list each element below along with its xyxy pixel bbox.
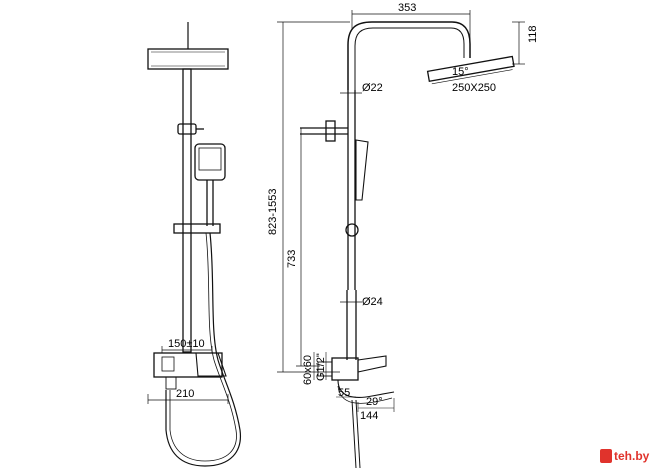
spout-side [337, 379, 395, 398]
shower-pole-front [182, 68, 192, 353]
diverter-knob [177, 123, 197, 135]
dim-overall-height: 823-1553 [267, 189, 279, 236]
shower-hose [165, 232, 242, 467]
rain-head-side [426, 55, 515, 85]
dim-thread: G1/2" [315, 353, 327, 381]
mixer-body-side [331, 357, 359, 381]
dim-mixer-spacing: 150±10 [168, 338, 205, 350]
dim-diameter-lower: Ø24 [362, 296, 383, 308]
dim-spout-length: 144 [360, 410, 378, 422]
dim-height-head: 118 [527, 25, 539, 43]
dim-diameter-upper: Ø22 [362, 82, 383, 94]
dim-angle-head: 15° [452, 66, 469, 78]
dim-mixer-width: 210 [176, 388, 194, 400]
side-view [277, 10, 525, 469]
dim-width-top: 353 [398, 2, 416, 14]
slider-bracket [173, 223, 221, 234]
watermark-text: teh.by [614, 449, 650, 463]
watermark: teh.by [600, 449, 649, 463]
dim-height-lower: 733 [286, 250, 298, 268]
dim-spout-angle: 29° [366, 396, 383, 408]
dim-inlet-size: 60x60 [302, 355, 314, 385]
slider-ball [345, 223, 359, 237]
dim-spout-depth: 55 [338, 387, 350, 399]
shop-logo-icon [600, 449, 612, 463]
shower-arm [347, 21, 471, 90]
hand-shower-head [194, 143, 226, 181]
dim-head-size: 250X250 [452, 82, 496, 94]
hand-shower-side [355, 139, 369, 201]
front-view [147, 22, 242, 467]
diverter-side [325, 120, 336, 142]
